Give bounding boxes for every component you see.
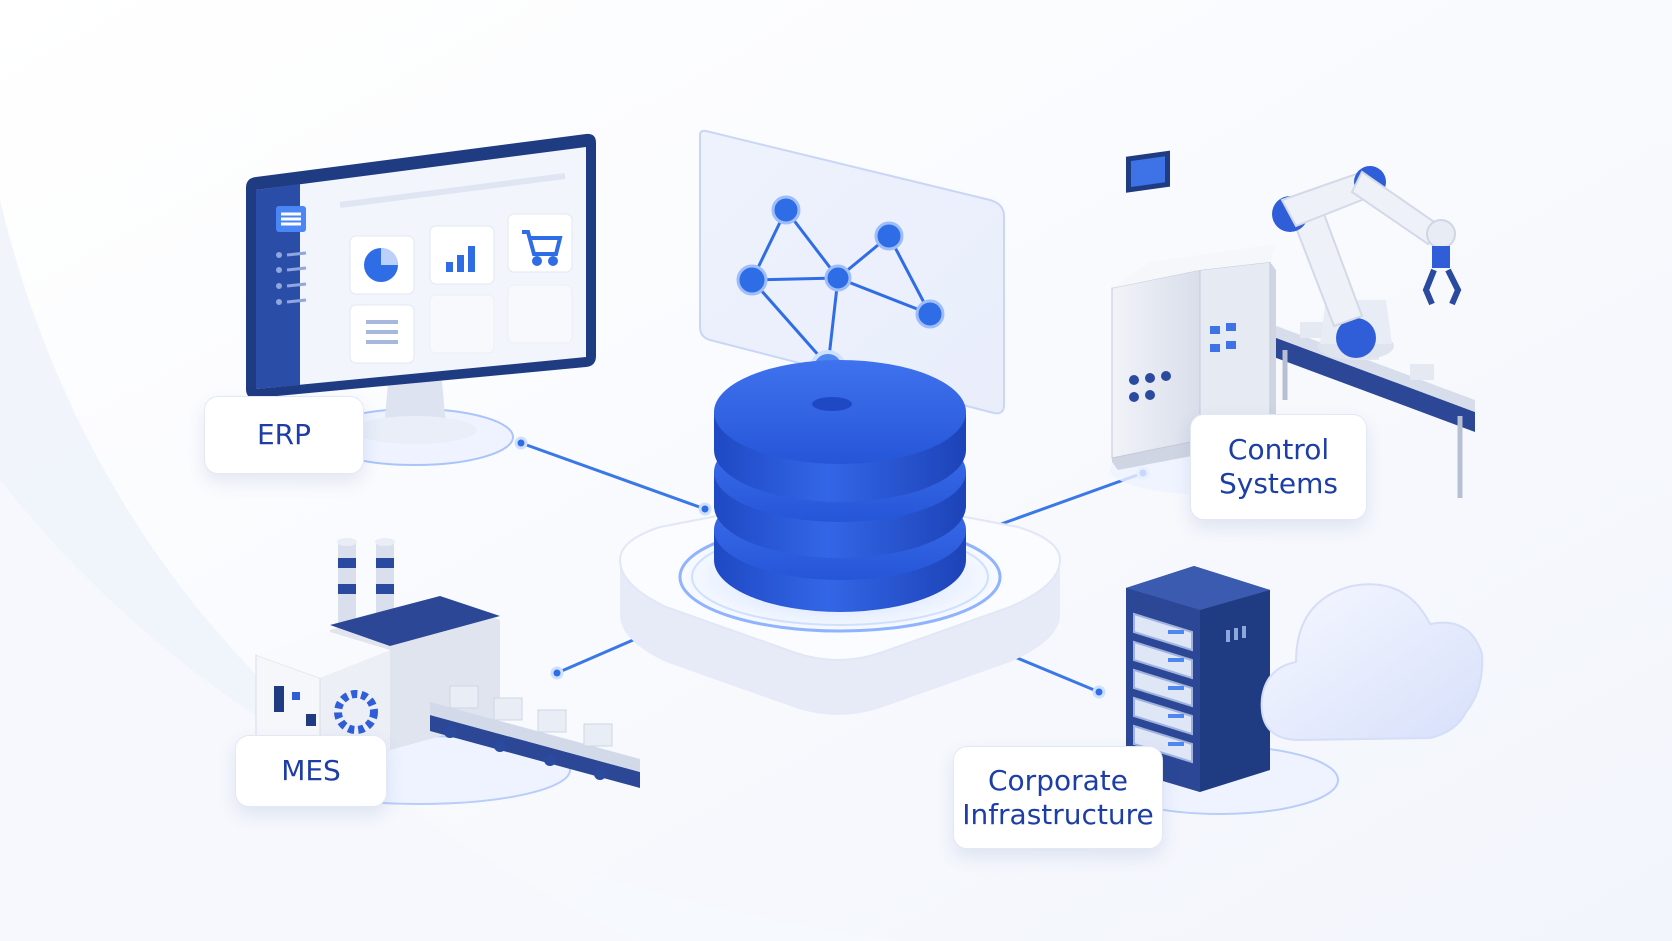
- pie-chart-icon: [364, 248, 398, 282]
- control-systems-label-line1: Control: [1227, 433, 1330, 466]
- connector-erp: [520, 441, 706, 511]
- server-rack-icon: [1126, 566, 1270, 792]
- mes-group: [255, 538, 640, 805]
- corporate-infrastructure-label-line2: Infrastructure: [962, 797, 1154, 831]
- background-curve-2: [0, 480, 900, 941]
- network-graph-panel: [699, 129, 1005, 415]
- erp-label-text: ERP: [256, 418, 312, 451]
- mes-label-text: MES: [281, 754, 341, 787]
- monitor-icon: [246, 133, 596, 466]
- control-systems-label-line2: Systems: [1219, 467, 1338, 500]
- corporate-group: [1101, 566, 1484, 815]
- connector-control: [989, 471, 1144, 530]
- cart-icon: [522, 230, 563, 266]
- cloud-icon: [1260, 583, 1484, 742]
- bar-chart-icon: [446, 246, 475, 272]
- erp-label: ERP: [204, 396, 364, 474]
- robot-arm-icon: [1272, 166, 1462, 360]
- document-icon: [366, 320, 398, 344]
- mes-label: MES: [235, 735, 387, 807]
- control-systems-group: [1110, 150, 1475, 498]
- corporate-infrastructure-label-line1: Corporate: [988, 763, 1128, 797]
- database-icon: [714, 360, 966, 612]
- gear-icon: [334, 690, 378, 734]
- conveyor-icon: [430, 685, 640, 788]
